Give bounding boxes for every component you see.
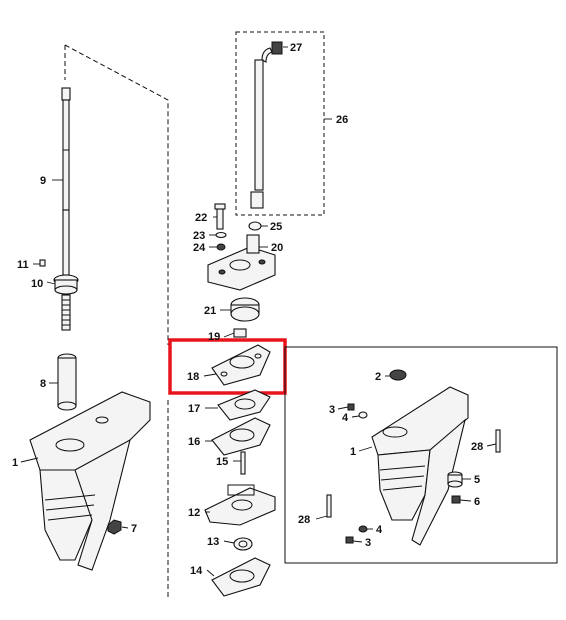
pin-15 [240, 451, 246, 475]
grommet-25 [248, 221, 262, 231]
callout-15: 15 [216, 456, 228, 468]
callout-9: 9 [40, 175, 46, 187]
callout-7: 7 [131, 523, 137, 535]
callout-detail-28-right: 28 [471, 441, 483, 453]
key-19 [233, 328, 247, 338]
callout-13: 13 [207, 536, 219, 548]
callout-25: 25 [270, 221, 282, 233]
detail-washer-4-top [358, 411, 368, 419]
callout-detail-5: 5 [474, 474, 480, 486]
shift-rod-box [235, 31, 325, 216]
shift-rod [250, 47, 273, 209]
callout-23: 23 [193, 230, 205, 242]
callout-detail-28-left: 28 [298, 514, 310, 526]
detail-part-5 [447, 471, 463, 488]
detail-bolt-6 [451, 495, 461, 504]
callout-10: 10 [31, 278, 43, 290]
callout-20: 20 [271, 242, 283, 254]
callout-14: 14 [190, 565, 203, 577]
gasket-18 [211, 344, 271, 386]
callout-26: 26 [336, 114, 348, 126]
detail-bolt-28-left [326, 494, 332, 518]
callout-24: 24 [193, 242, 206, 254]
callout-19: 19 [208, 331, 220, 343]
guide-lines [64, 44, 169, 600]
nut-24 [216, 243, 226, 251]
gasket-14 [211, 557, 271, 597]
callout-11: 11 [17, 259, 29, 271]
detail-washer-4-bottom [358, 525, 368, 533]
seal-13 [233, 537, 253, 551]
impeller [230, 297, 260, 322]
callout-8: 8 [40, 378, 46, 390]
callout-22: 22 [195, 212, 207, 224]
callout-18: 18 [187, 371, 199, 383]
callout-21: 21 [204, 305, 216, 317]
bolt-22 [216, 206, 224, 230]
detail-bolt-3-top [347, 403, 355, 411]
callout-detail-3-top: 3 [329, 404, 335, 416]
water-tube [57, 353, 77, 411]
washer-23 [215, 231, 227, 239]
base-plate-12 [204, 484, 276, 526]
detail-bolt-28-right [495, 429, 501, 453]
callout-detail-6: 6 [474, 496, 480, 508]
leader-lines [20, 46, 497, 577]
callout-27: 27 [290, 42, 302, 54]
callout-detail-2: 2 [375, 371, 381, 383]
callout-12: 12 [188, 507, 200, 519]
shaft-bearing [53, 274, 79, 295]
drive-shaft [61, 87, 71, 331]
detail-bolt-3-bottom [345, 536, 354, 544]
callout-16: 16 [188, 436, 200, 448]
callout-detail-1: 1 [350, 446, 356, 458]
plate-17 [217, 389, 271, 421]
shaft-key [39, 259, 46, 267]
gasket-16 [211, 417, 271, 456]
gearcase-housing-detail [371, 386, 469, 546]
shift-rod-clip [271, 41, 283, 55]
callout-detail-4-top: 4 [342, 412, 349, 424]
pump-housing [207, 234, 276, 291]
detail-box [284, 346, 558, 564]
callout-17: 17 [188, 403, 200, 415]
callout-1-left: 1 [12, 457, 18, 469]
nut-7 [107, 519, 122, 535]
gearcase-housing-left [29, 391, 151, 571]
callout-detail-4-bottom: 4 [376, 524, 383, 536]
detail-part-2 [389, 369, 407, 381]
callout-detail-3-bottom: 3 [365, 537, 371, 549]
